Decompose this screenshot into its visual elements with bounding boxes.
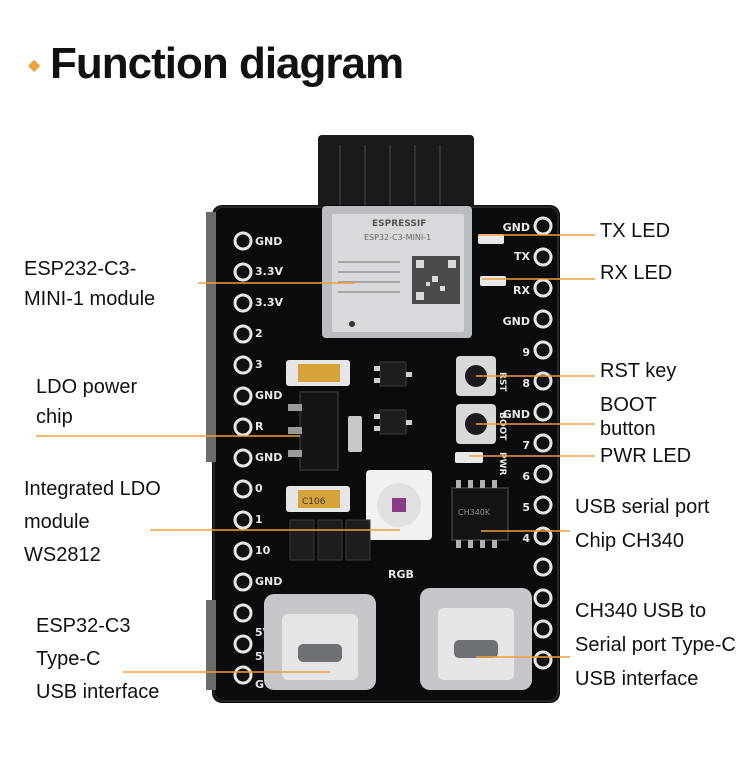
title-row: ◆ Function diagram (28, 36, 404, 92)
left-pin-label: 1 (255, 513, 263, 526)
pin-hole (233, 448, 253, 468)
right-pin-label: RX (513, 284, 530, 297)
module-brand: ESPRESSIF (372, 219, 426, 229)
right-pin-label: GND (503, 221, 530, 234)
capacitor-label: C106 (302, 497, 326, 507)
pin-hole (233, 541, 253, 561)
pin-hole (233, 634, 253, 654)
left-pin-label: 3.3V (255, 296, 283, 309)
boot-label: BOOT (497, 412, 507, 441)
pin-hole (533, 495, 553, 515)
right-pin-label: 7 (522, 439, 530, 452)
pin-hole (533, 402, 553, 422)
pin-hole (233, 262, 253, 282)
bullet-icon: ◆ (28, 54, 41, 74)
right-pin-label: 9 (522, 346, 530, 359)
left-pin-label: GND (255, 451, 282, 464)
pcb (212, 205, 560, 703)
pin-hole (533, 371, 553, 391)
antenna-block (318, 135, 474, 215)
pwr-led (455, 452, 483, 463)
pin-hole (533, 278, 553, 298)
pin-hole (533, 650, 553, 670)
left-header-strip (206, 212, 216, 462)
left-pin-label: 10 (255, 544, 271, 557)
pin-hole (533, 619, 553, 639)
pin-hole (533, 557, 553, 577)
pin-hole (233, 324, 253, 344)
left-pin-label: GND (255, 575, 282, 588)
pin-hole (533, 526, 553, 546)
callout-esp-module: ESP232-C3-MINI-1 module (24, 258, 156, 310)
pin-hole (533, 216, 553, 236)
tx-led (478, 234, 504, 244)
left-pin-label: 0 (255, 482, 263, 495)
pin-hole (533, 340, 553, 360)
left-pin-label: GND (255, 389, 282, 402)
right-pin-label: GND (503, 408, 530, 421)
left-pin-label: 3.3V (255, 265, 283, 278)
left-pin-label: R (255, 420, 264, 433)
pin-hole (233, 665, 253, 685)
callout-rx-led: RX LED (600, 262, 673, 284)
pin-hole (233, 293, 253, 313)
left-pin-label: 3 (255, 358, 263, 371)
rgb-label: RGB (388, 568, 414, 581)
pin-hole (233, 510, 253, 530)
rst-label: RST (497, 372, 507, 392)
rx-led (480, 276, 506, 286)
pin-hole (233, 231, 253, 251)
right-pin-holes (533, 216, 553, 670)
page-title: Function diagram (50, 39, 404, 88)
pin-hole (233, 386, 253, 406)
callout-tx-led: TX LED (600, 220, 671, 242)
pin-hole (233, 479, 253, 499)
pin-hole (533, 433, 553, 453)
pin-hole (533, 464, 553, 484)
pin-hole (533, 588, 553, 608)
right-pin-label: 6 (522, 470, 530, 483)
left-pin-label: 2 (255, 327, 263, 340)
pin-hole (233, 603, 253, 623)
pin-hole (533, 309, 553, 329)
chip-label: CH340K (458, 508, 491, 517)
module-model: ESP32-C3-MINI-1 (364, 233, 431, 242)
pin-hole (233, 572, 253, 592)
left-pin-label: GND (255, 235, 282, 248)
right-pin-label: 5 (522, 501, 530, 514)
pin-hole (233, 417, 253, 437)
left-pin-holes (233, 231, 253, 685)
callout-lines (36, 234, 595, 673)
right-pin-label: TX (514, 250, 531, 263)
callout-pwr-led: PWR LED (600, 445, 692, 467)
right-pin-label: GND (503, 315, 530, 328)
antenna-traces (339, 145, 441, 205)
ldo-chip (299, 391, 339, 471)
right-pin-label: 4 (522, 532, 530, 545)
pin-hole (233, 355, 253, 375)
pin-hole (533, 247, 553, 267)
callout-rst-key: RST key (600, 360, 677, 382)
pwr-label: PWR (497, 452, 507, 476)
right-pin-label: 8 (522, 377, 530, 390)
left-pin-label: G (255, 678, 264, 691)
